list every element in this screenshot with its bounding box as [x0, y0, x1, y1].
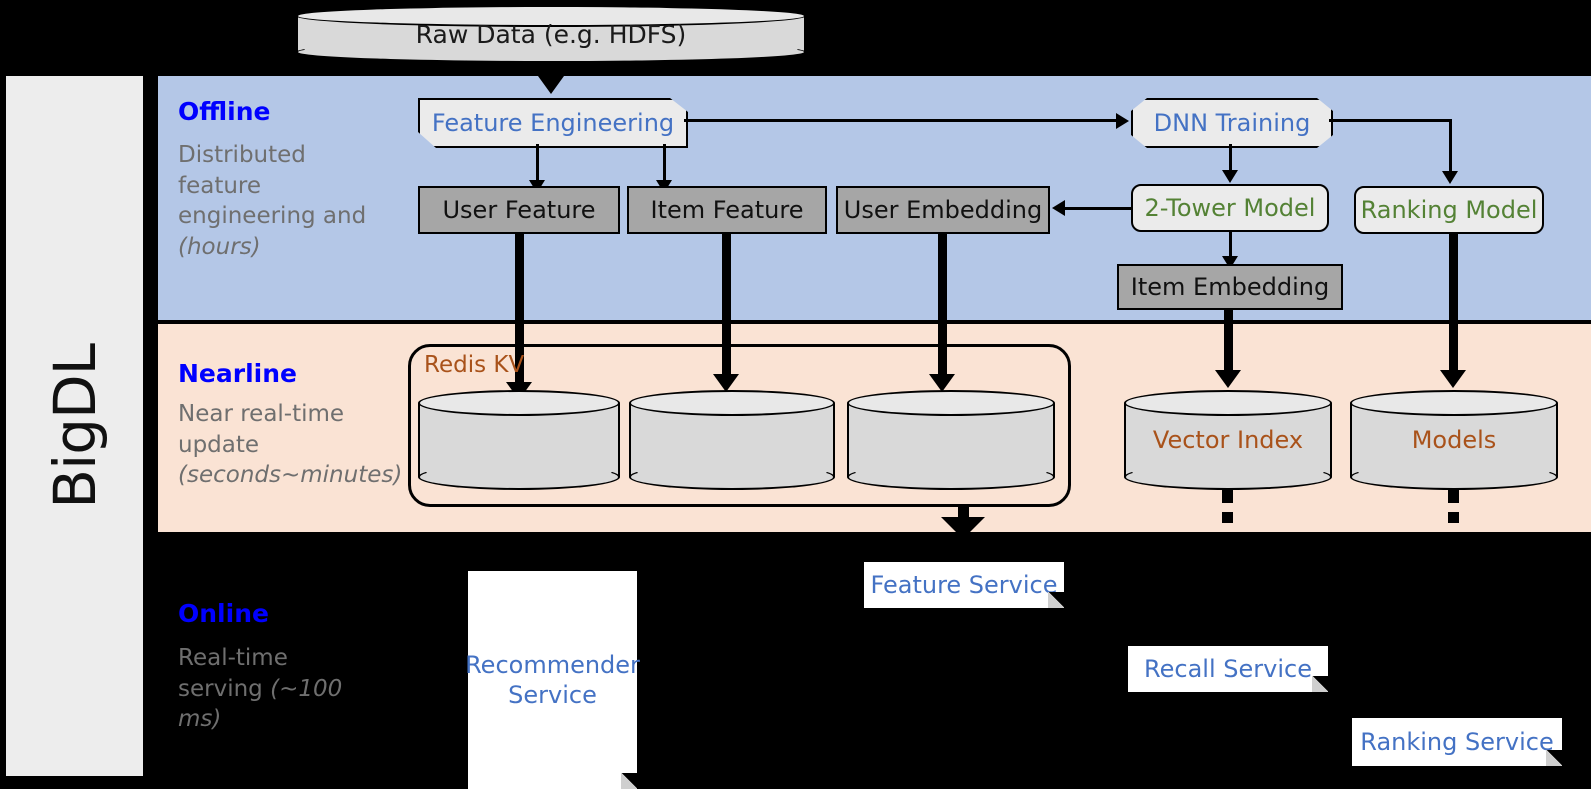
- item-feature-store-label: [629, 390, 835, 490]
- redis-kv-container: [408, 344, 1071, 507]
- bigdl-label-text: BigDL: [40, 343, 109, 509]
- connector-dnn-ranking-v: [1449, 119, 1452, 171]
- item-feature-store-top: [629, 390, 835, 416]
- arrowhead-itemembedding-vectorindex: [1215, 370, 1241, 388]
- nearline-desc-duration: (seconds~minutes): [178, 462, 403, 489]
- item-embedding-node[interactable]: Item Embedding: [1117, 264, 1343, 310]
- offline-stage-title: Offline: [178, 97, 271, 126]
- user-feature-store-cylinder[interactable]: [418, 390, 620, 490]
- vector-index-bottom: [1124, 464, 1332, 490]
- bigdl-sidebar: BigDL: [6, 76, 143, 776]
- pipe-vectorindex-recall-stub: [1222, 490, 1233, 503]
- arrowhead-rankingmodel-models: [1440, 370, 1466, 388]
- arrowhead-redis-featureservice: [941, 517, 985, 539]
- connector-fe-userfeature: [536, 144, 539, 184]
- arrowhead-dnn-ranking: [1442, 171, 1458, 184]
- pipe-models-ranking-dot: [1448, 512, 1459, 523]
- connector-twotower-userembedding: [1065, 207, 1133, 210]
- feature-engineering-node[interactable]: Feature Engineering: [418, 98, 688, 148]
- pipe-userembedding-store: [938, 234, 947, 384]
- models-label: Models: [1411, 426, 1497, 454]
- offline-desc-duration: (hours): [178, 233, 261, 260]
- recommender-service-label: Recommender Service: [465, 651, 640, 709]
- dnn-training-node[interactable]: DNN Training: [1131, 98, 1333, 148]
- feature-service-card[interactable]: Feature Service: [864, 562, 1064, 608]
- feature-service-label: Feature Service: [870, 571, 1058, 599]
- connector-twotower-itemembedding: [1229, 232, 1232, 258]
- connector-fe-dnn: [684, 119, 1116, 122]
- redis-kv-label: Redis KV: [424, 352, 525, 378]
- models-cylinder[interactable]: Models: [1350, 390, 1558, 490]
- raw-data-label: Raw Data (e.g. HDFS): [415, 19, 687, 49]
- vector-index-top: [1124, 390, 1332, 416]
- online-desc-text: Real-time serving: [178, 645, 288, 702]
- arrowhead-rawdata-fe: [538, 76, 564, 94]
- raw-data-bottom: [296, 41, 806, 63]
- item-feature-store-bottom: [629, 464, 835, 490]
- arrowhead-dnn-twotower: [1222, 170, 1238, 183]
- two-tower-model-label: 2-Tower Model: [1144, 194, 1316, 222]
- online-stage-title: Online: [178, 599, 269, 628]
- connector-dnn-twotower: [1229, 144, 1232, 171]
- pipe-vectorindex-recall-dot: [1222, 512, 1233, 523]
- nearline-stage-description: Near real-time update (seconds~minutes): [178, 399, 413, 491]
- vector-index-label: Vector Index: [1152, 426, 1304, 454]
- raw-data-top: [296, 5, 806, 27]
- two-tower-model-node[interactable]: 2-Tower Model: [1131, 184, 1329, 232]
- arrowhead-twotower-userembedding: [1052, 200, 1065, 216]
- online-stage-description: Real-time serving (~100 ms): [178, 643, 378, 735]
- online-desc-duration: (~100 ms): [178, 675, 343, 733]
- page-fold-icon: [1546, 750, 1562, 766]
- vector-index-cylinder[interactable]: Vector Index: [1124, 390, 1332, 490]
- pipe-itemembedding-vectorindex: [1224, 310, 1233, 380]
- connector-rawdata-fe: [549, 63, 552, 85]
- user-feature-label: User Feature: [442, 196, 596, 224]
- raw-data-store: Raw Data (e.g. HDFS): [296, 5, 806, 63]
- connector-dnn-ranking-h: [1329, 119, 1451, 122]
- user-feature-store-bottom: [418, 464, 620, 490]
- arrowhead-userembedding-store: [929, 374, 955, 392]
- feature-engineering-label: Feature Engineering: [431, 109, 675, 137]
- offline-stage-description: Distributed feature engineering and (hou…: [178, 140, 378, 262]
- item-feature-store-cylinder[interactable]: [629, 390, 835, 490]
- user-feature-node[interactable]: User Feature: [418, 186, 620, 234]
- ranking-service-card[interactable]: Ranking Service: [1352, 718, 1562, 766]
- models-bottom: [1350, 464, 1558, 490]
- user-embedding-store-label: [847, 390, 1055, 490]
- page-fold-icon: [1048, 592, 1064, 608]
- connector-fe-itemfeature: [663, 144, 666, 184]
- user-embedding-node[interactable]: User Embedding: [836, 186, 1050, 234]
- arrowhead-itemfeature-store: [713, 374, 739, 392]
- user-embedding-store-cylinder[interactable]: [847, 390, 1055, 490]
- recall-service-label: Recall Service: [1144, 655, 1312, 683]
- arrowhead-fe-dnn: [1116, 113, 1129, 129]
- ranking-service-label: Ranking Service: [1360, 728, 1554, 756]
- item-feature-label: Item Feature: [650, 196, 804, 224]
- pipe-redis-featureservice-stub: [958, 507, 969, 520]
- offline-desc-text: Distributed feature engineering and: [178, 142, 367, 230]
- pipe-itemfeature-store: [722, 234, 731, 384]
- nearline-stage-title: Nearline: [178, 359, 297, 388]
- pipe-rankingmodel-models: [1449, 234, 1458, 380]
- recommender-service-card[interactable]: Recommender Service: [465, 571, 640, 789]
- user-embedding-store-bottom: [847, 464, 1055, 490]
- ranking-model-node[interactable]: Ranking Model: [1354, 186, 1544, 234]
- nearline-desc-text: Near real-time update: [178, 401, 345, 458]
- item-embedding-label: Item Embedding: [1130, 273, 1330, 301]
- item-feature-node[interactable]: Item Feature: [627, 186, 827, 234]
- page-fold-icon: [1312, 676, 1328, 692]
- bigdl-sidebar-label: BigDL: [6, 76, 143, 776]
- user-feature-store-top: [418, 390, 620, 416]
- recall-service-card[interactable]: Recall Service: [1128, 646, 1328, 692]
- page-fold-icon: [621, 773, 637, 789]
- ranking-model-label: Ranking Model: [1360, 196, 1538, 224]
- user-embedding-label: User Embedding: [843, 196, 1043, 224]
- models-top: [1350, 390, 1558, 416]
- user-embedding-store-top: [847, 390, 1055, 416]
- dnn-training-label: DNN Training: [1153, 109, 1311, 137]
- user-feature-store-label: [418, 390, 620, 490]
- pipe-userfeature-store: [515, 234, 524, 392]
- pipe-models-ranking-stub: [1448, 490, 1459, 503]
